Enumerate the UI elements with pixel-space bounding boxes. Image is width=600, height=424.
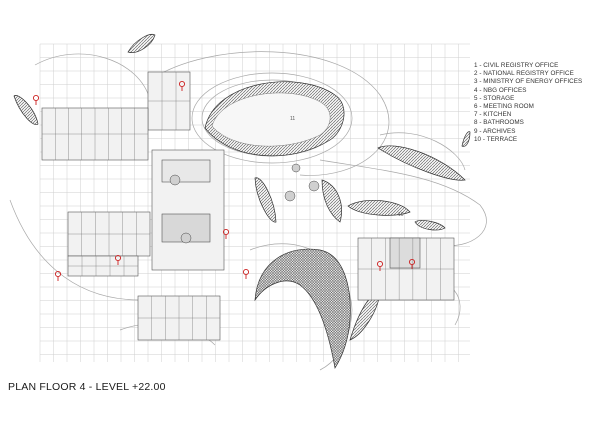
section-marker (222, 228, 230, 236)
legend-item: 3 - MINISTRY OF ENERGY OFFICES (474, 78, 583, 86)
legend-item: 8 - BATHROOMS (474, 119, 524, 127)
room-number-label: 10 (398, 212, 404, 218)
legend-item: 7 - KITCHEN (474, 111, 512, 119)
legend-item: 1 - CIVIL REGISTRY OFFICE (474, 62, 559, 69)
legend-item: 9 - ARCHIVES (474, 127, 516, 135)
section-marker (32, 94, 40, 102)
section-marker (242, 268, 250, 276)
legend-item: 6 - MEETING ROOM (474, 103, 534, 111)
drawing-title: PLAN FLOOR 4 - LEVEL +22.00 (8, 381, 166, 393)
legend-item: 10 - TERRACE (474, 135, 518, 143)
legend-item: 4 - NBG OFFICES (474, 86, 527, 94)
circular-columns (169, 163, 320, 244)
section-markers (32, 80, 416, 281)
legend-item: 2 - NATIONAL REGISTRY OFFICE (474, 70, 574, 78)
legend: 1 - CIVIL REGISTRY OFFICE 2 - NATIONAL R… (474, 62, 594, 144)
legend-item: 5 - STORAGE (474, 94, 515, 102)
room-number-label: 11 (290, 116, 295, 122)
room-partitions (42, 72, 454, 340)
hatched-canopies (13, 34, 471, 369)
